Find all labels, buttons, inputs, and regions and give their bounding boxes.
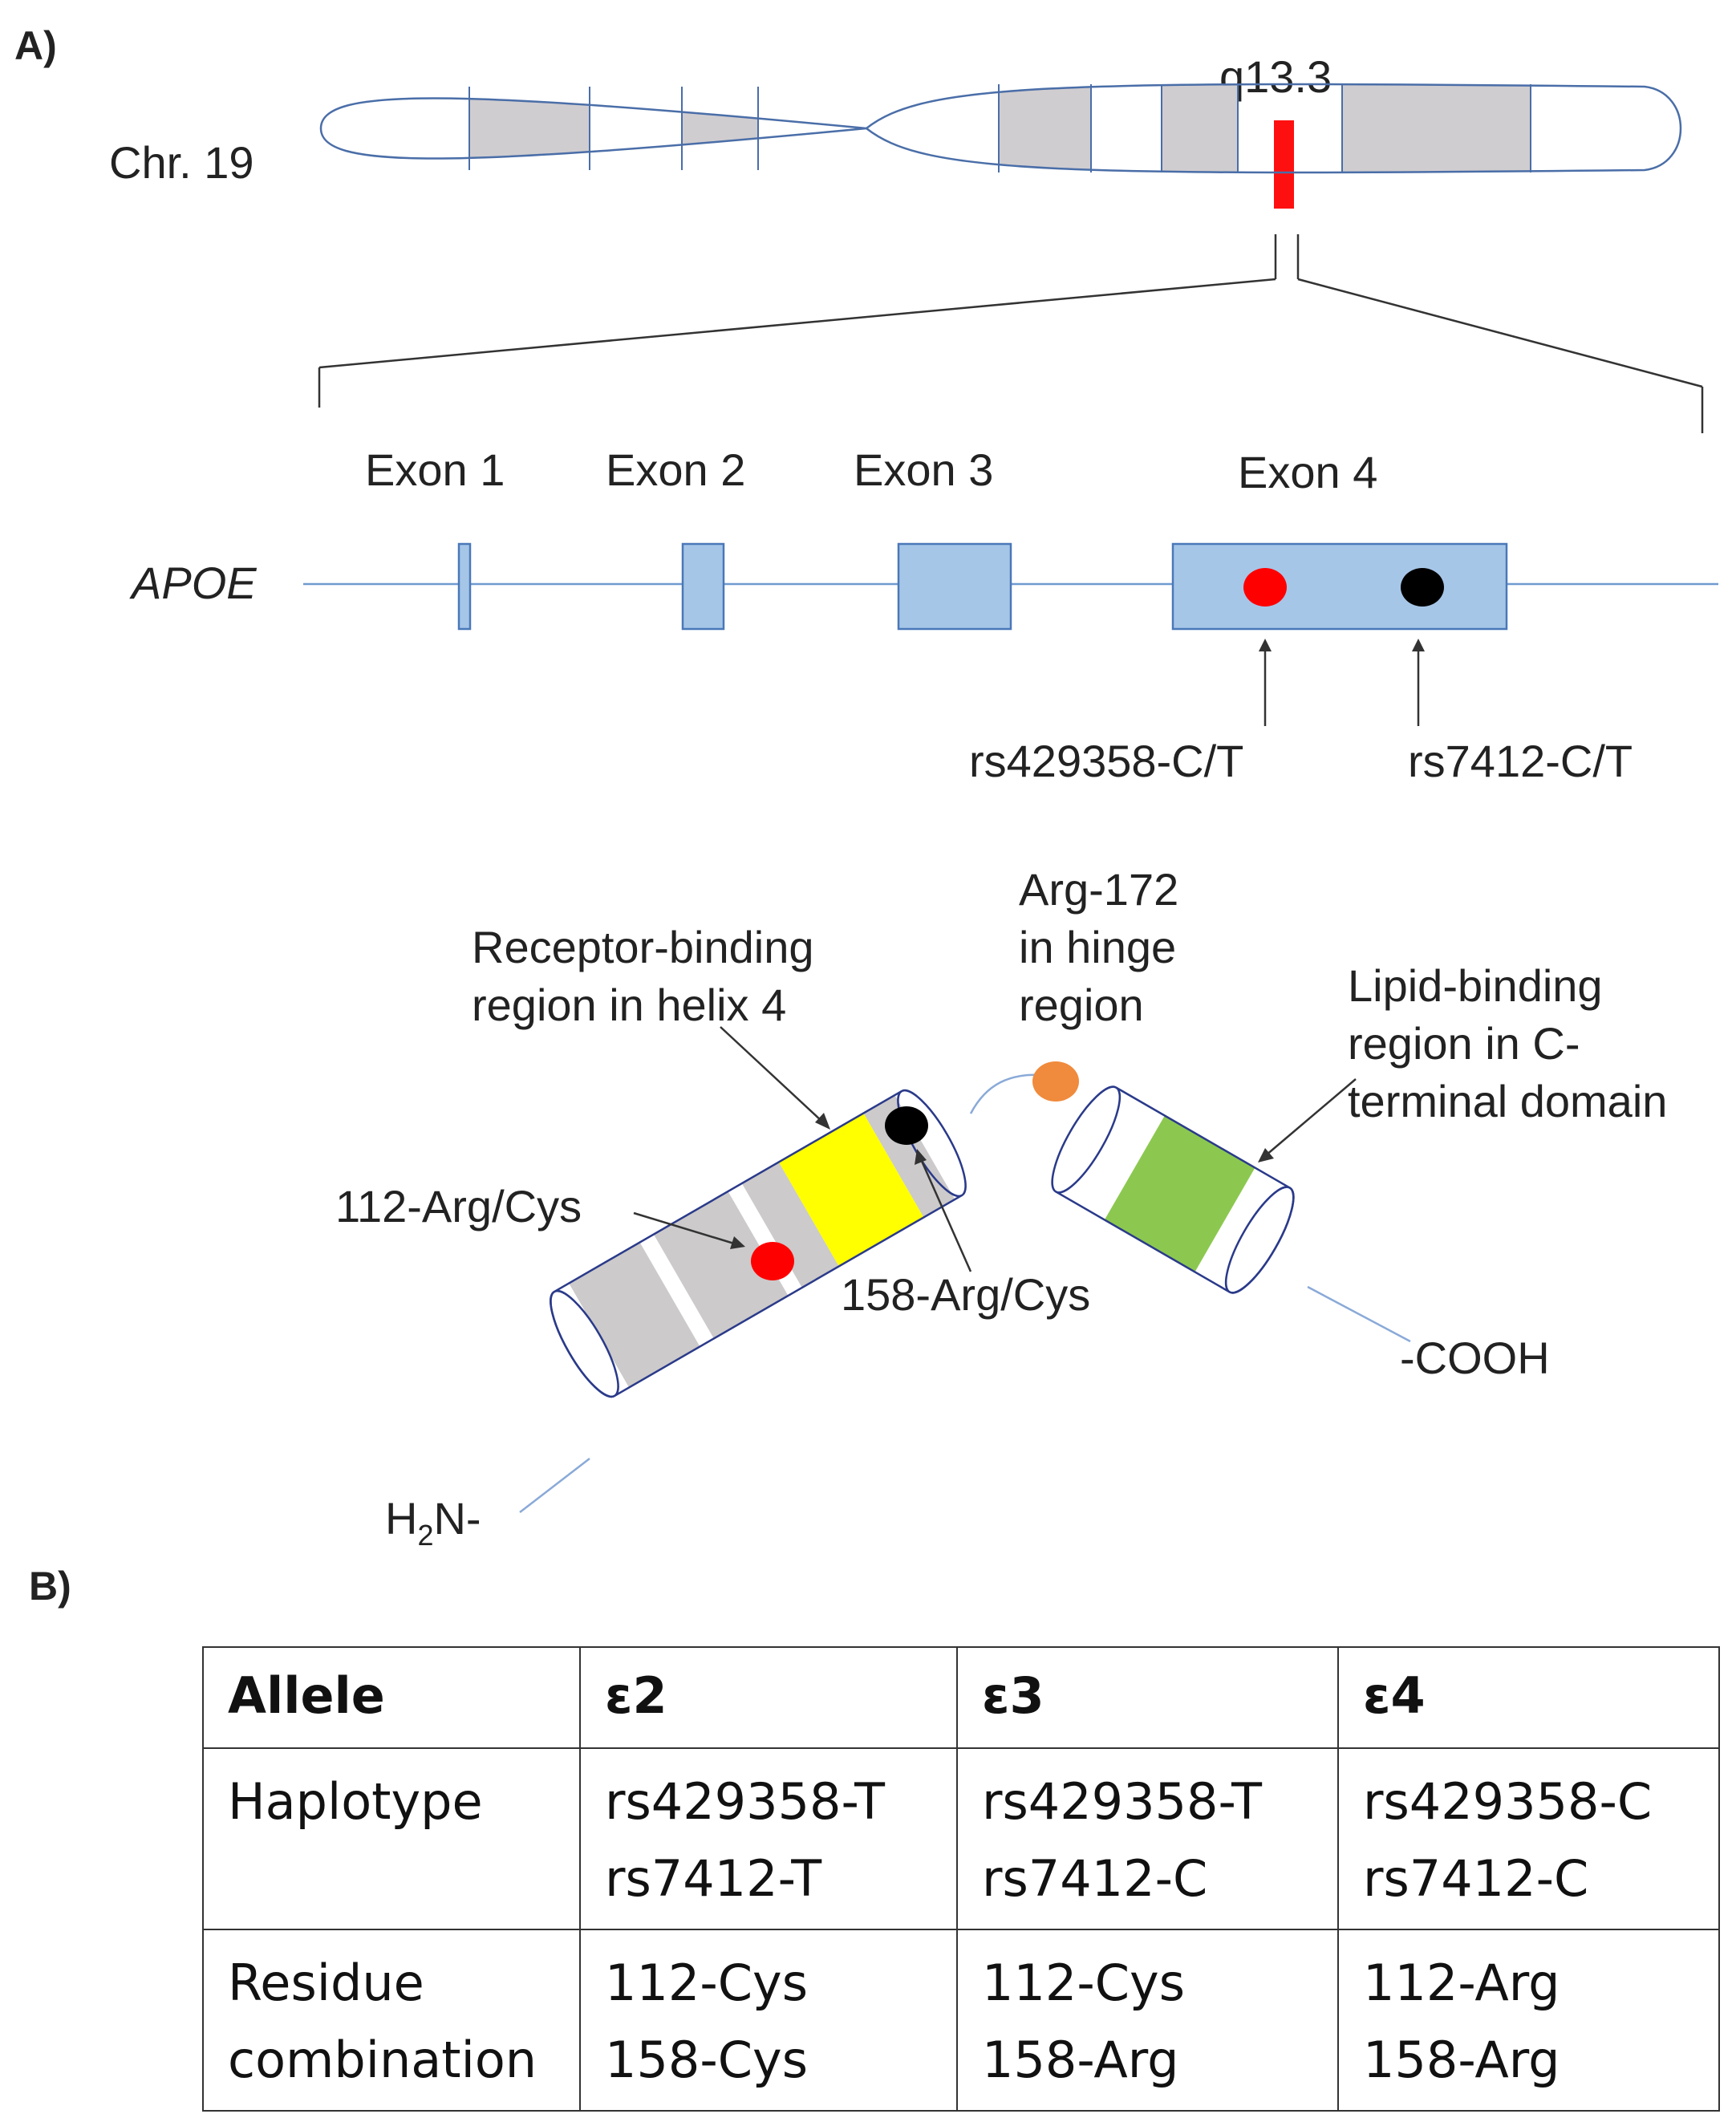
cell-line: rs7412-T xyxy=(605,1849,822,1908)
cell-line: 112-Arg xyxy=(1363,1954,1560,2012)
exon-4-label: Exon 4 xyxy=(1238,447,1377,497)
cell-line: 112-Cys xyxy=(982,1954,1185,2012)
cell-line: 158-Cys xyxy=(605,2031,808,2089)
n-terminal-helix xyxy=(550,1085,967,1398)
exon-1-label: Exon 1 xyxy=(365,444,505,495)
lipid-binding-region xyxy=(1098,1105,1261,1283)
residue-112-dot xyxy=(751,1242,794,1280)
cell-line: 112-Cys xyxy=(605,1954,808,2012)
cell-line: rs429358-C xyxy=(1363,1772,1653,1831)
receptor-binding-label-2: region in helix 4 xyxy=(472,980,786,1030)
exon-3-label: Exon 3 xyxy=(854,444,993,495)
c-terminal-helix xyxy=(1051,1085,1295,1294)
receptor-binding-region xyxy=(773,1102,930,1277)
rs429358-dot xyxy=(1243,568,1287,607)
c-terminus-label: -COOH xyxy=(1400,1333,1550,1383)
apoe-figure: A) Chr. 19 q13.3 xyxy=(14,23,1718,1552)
cell-line: rs429358-T xyxy=(605,1772,886,1831)
table-cell: 112-Cys 158-Cys xyxy=(579,1929,958,2112)
n-terminus-label: H2N- xyxy=(385,1493,481,1552)
exon-3 xyxy=(897,542,1012,631)
row-label: Residue combination xyxy=(202,1929,581,2112)
zoom-lines xyxy=(318,234,1704,433)
lipid-binding-label-2: region in C- xyxy=(1348,1018,1580,1069)
table-cell: rs429358-T rs7412-C xyxy=(956,1747,1339,1930)
apoe-gene: APOE Exon 1 Exon 2 Exon 3 Exon 4 rs42935… xyxy=(129,444,1718,786)
hinge-label-1: Arg-172 xyxy=(1019,864,1178,915)
chromosome-label: Chr. 19 xyxy=(109,137,254,188)
hinge-label-2: in hinge xyxy=(1019,922,1176,972)
residue-158-dot xyxy=(885,1106,928,1145)
arg-172-dot xyxy=(1032,1061,1079,1102)
receptor-binding-label-1: Receptor-binding xyxy=(472,922,813,972)
cell-line: 158-Arg xyxy=(982,2031,1179,2089)
chromosome-19: Chr. 19 q13.3 xyxy=(109,51,1682,209)
exon-4 xyxy=(1171,542,1508,631)
cell-line: rs429358-T xyxy=(982,1772,1263,1831)
hinge-label-3: region xyxy=(1019,980,1144,1030)
residue-158-label: 158-Arg/Cys xyxy=(841,1269,1090,1320)
row-label-line: Residue xyxy=(228,1954,424,2012)
cell-line: rs7412-C xyxy=(982,1849,1208,1908)
table-cell: rs429358-T rs7412-T xyxy=(579,1747,958,1930)
cell-line: rs7412-C xyxy=(1363,1849,1589,1908)
lipid-binding-label-3: terminal domain xyxy=(1348,1076,1667,1126)
exon-2-label: Exon 2 xyxy=(606,444,745,495)
apoe-protein: Receptor-binding region in helix 4 Arg-1… xyxy=(335,864,1667,1552)
table-cell: rs429358-C rs7412-C xyxy=(1337,1747,1720,1930)
exon-1 xyxy=(457,542,472,631)
header-allele-3: ε3 xyxy=(956,1646,1339,1749)
header-allele: Allele xyxy=(202,1646,581,1749)
row-label-line: Haplotype xyxy=(228,1772,483,1831)
cell-line: 158-Arg xyxy=(1363,2031,1560,2089)
table-cell: 112-Arg 158-Arg xyxy=(1337,1929,1720,2112)
gene-name: APOE xyxy=(129,558,257,608)
rs429358-label: rs429358-C/T xyxy=(969,736,1243,786)
panel-b-label: B) xyxy=(29,1564,71,1609)
row-label: Haplotype xyxy=(202,1747,581,1930)
rs7412-label: rs7412-C/T xyxy=(1408,736,1633,786)
header-allele-2: ε2 xyxy=(579,1646,958,1749)
panel-a-label: A) xyxy=(14,23,57,68)
residue-112-label: 112-Arg/Cys xyxy=(335,1181,582,1231)
q13-3-locus xyxy=(1274,120,1294,209)
exon-2 xyxy=(681,542,725,631)
lipid-binding-label-1: Lipid-binding xyxy=(1348,960,1603,1011)
rs7412-dot xyxy=(1401,568,1444,607)
table-cell: 112-Cys 158-Arg xyxy=(956,1929,1339,2112)
row-label-line: combination xyxy=(228,2031,537,2089)
header-allele-4: ε4 xyxy=(1337,1646,1720,1749)
table-row: Haplotype rs429358-T rs7412-T rs429358-T rs7… xyxy=(202,1747,1720,1930)
